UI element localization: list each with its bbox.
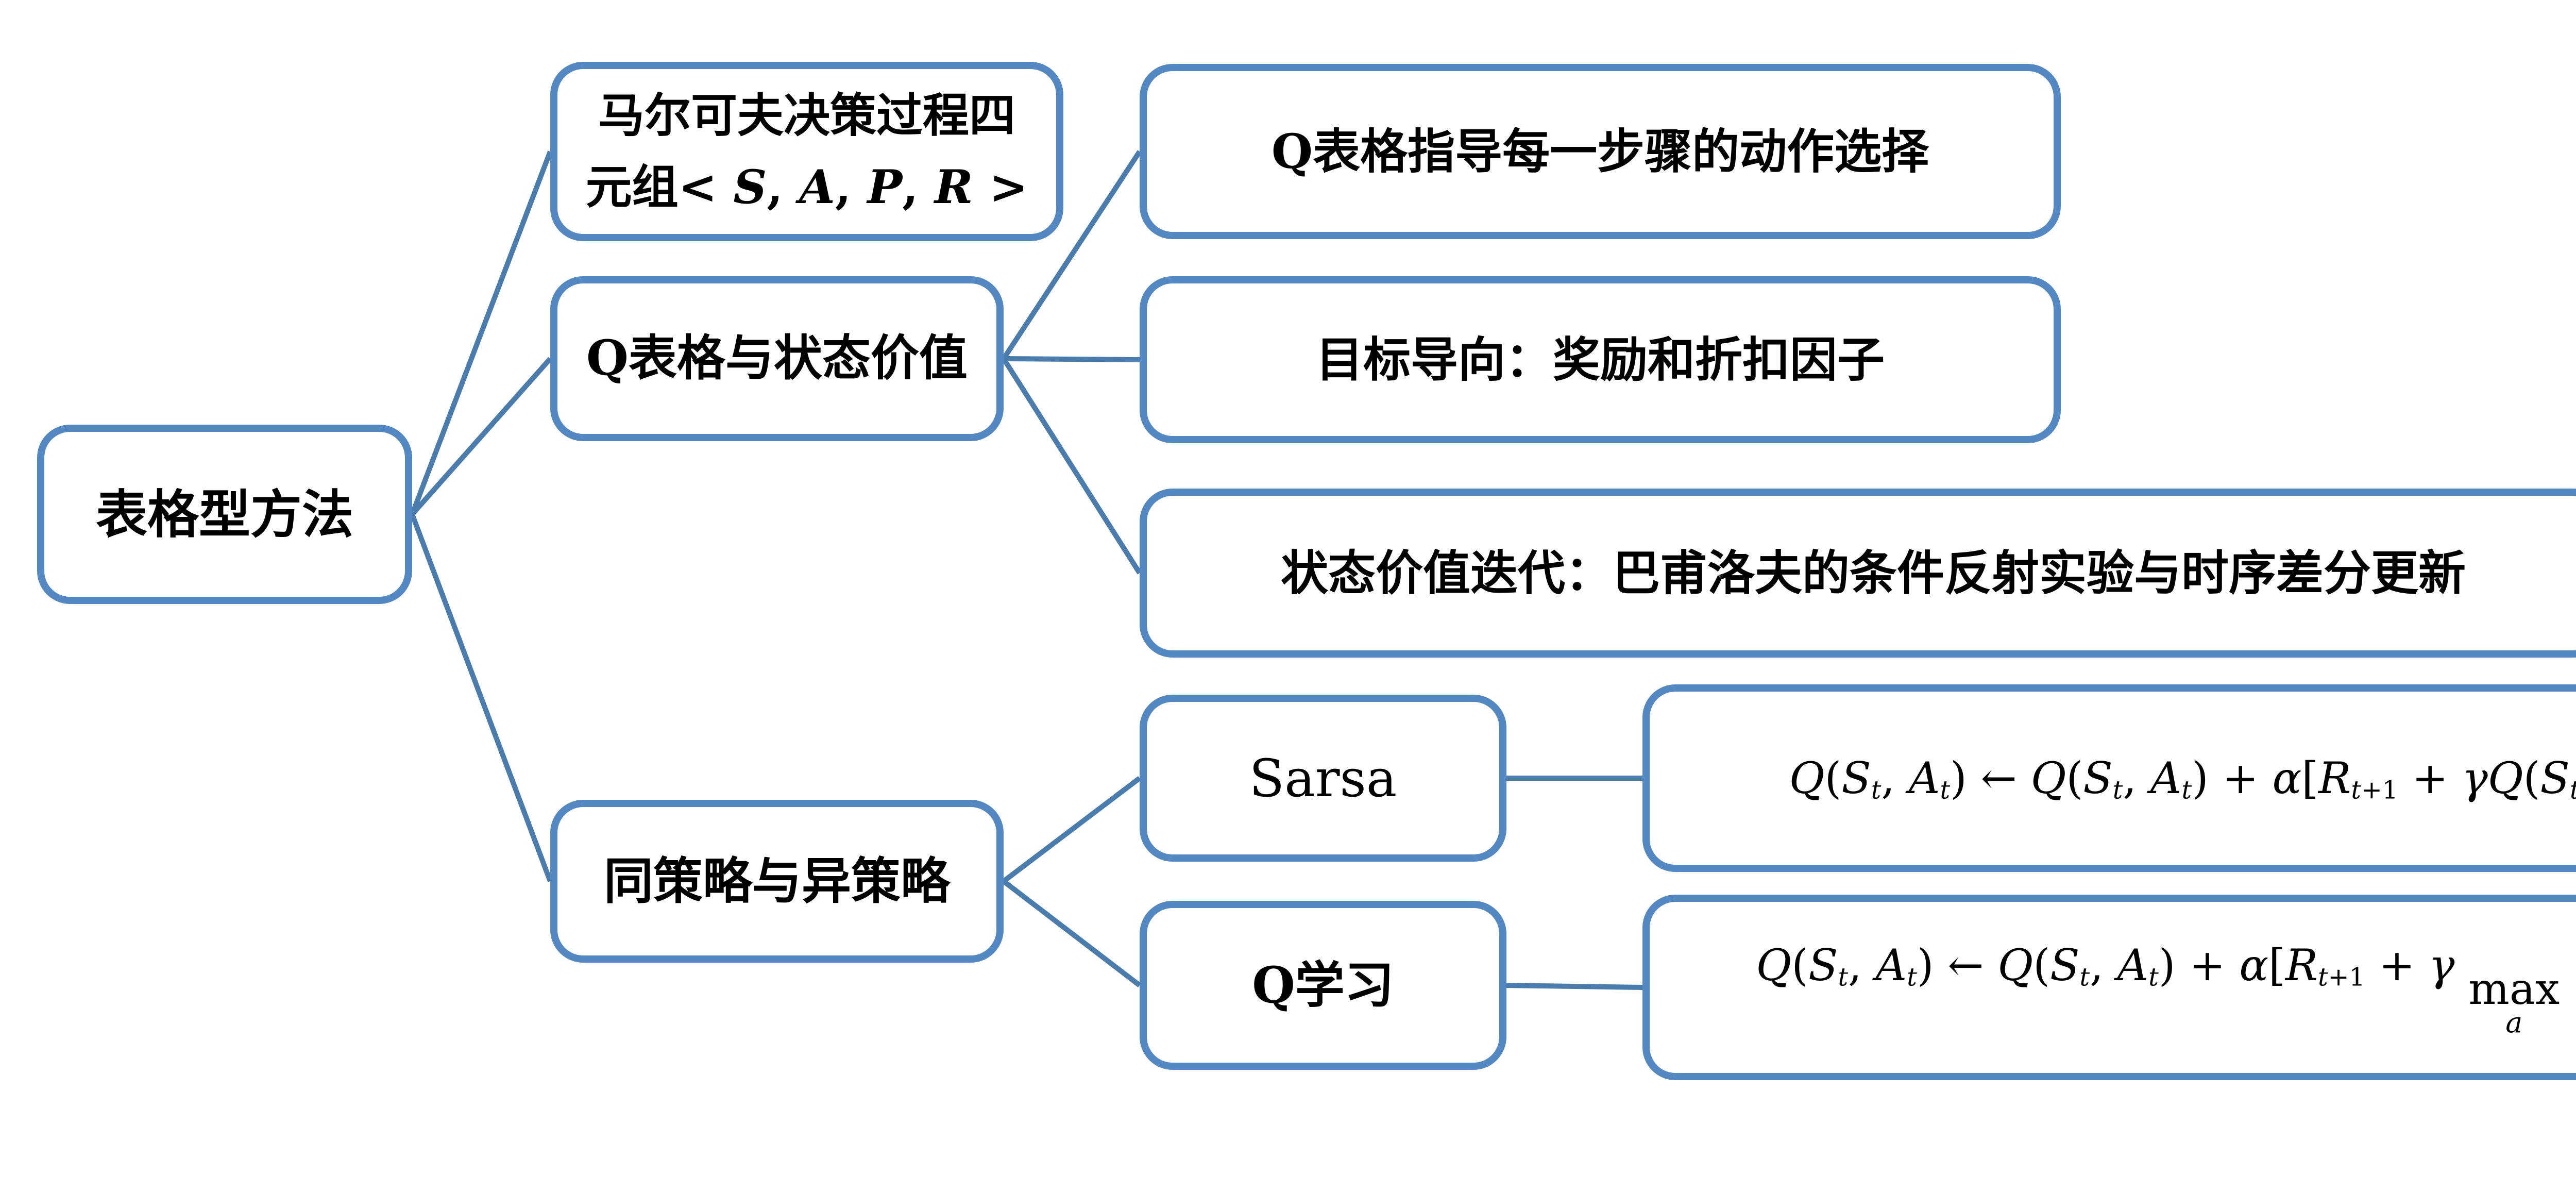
node-label: 目标导向：奖励和折扣因子 (1315, 331, 1885, 388)
connector-qtable-goal (1003, 356, 1140, 362)
node-label: 马尔可夫决策过程四 元组< S, A, P, R > (586, 80, 1028, 224)
connector-qtable-vi (1001, 357, 1142, 575)
node-label-line1: 马尔可夫决策过程四 (598, 88, 1015, 143)
node-goal-oriented: 目标导向：奖励和折扣因子 (1140, 276, 2061, 443)
node-label: Sarsa (1249, 748, 1397, 809)
formula-text: Q(St, At) ← Q(St, At) + α[Rt+1 + γQ(St+1… (1789, 752, 2576, 805)
connector-root-policy (410, 513, 553, 882)
node-label: 表格型方法 (96, 483, 353, 545)
connector-qlearn-f2 (1506, 983, 1643, 990)
node-label: Q学习 (1252, 956, 1394, 1014)
node-label: Q表格与状态价值 (586, 330, 968, 387)
node-q-learning: Q学习 (1140, 901, 1506, 1070)
connector-policy-qlearn (1002, 879, 1142, 987)
node-mdp-quadruple: 马尔可夫决策过程四 元组< S, A, P, R > (550, 62, 1063, 241)
node-label: 同策略与异策略 (604, 852, 950, 910)
node-label: Q表格指导每一步骤的动作选择 (1271, 123, 1929, 179)
node-qtable-state-value: Q表格与状态价值 (550, 276, 1004, 441)
node-sarsa-update-formula: Q(St, At) ← Q(St, At) + α[Rt+1 + γQ(St+1… (1642, 684, 2576, 872)
node-tabular-methods: 表格型方法 (37, 425, 412, 604)
node-sarsa: Sarsa (1140, 695, 1506, 862)
node-qtable-guides-action: Q表格指导每一步骤的动作选择 (1140, 64, 2061, 239)
connector-qtable-qguide (1001, 150, 1142, 360)
connector-policy-sarsa (1002, 776, 1142, 883)
node-state-value-iteration: 状态价值迭代：巴甫洛夫的条件反射实验与时序差分更新 (1140, 489, 2576, 658)
connector-root-mdp (410, 150, 553, 515)
connector-root-qtable (410, 357, 552, 516)
node-label-line2: 元组< S, A, P, R > (585, 160, 1028, 214)
node-on-off-policy: 同策略与异策略 (550, 800, 1004, 963)
node-label: 状态价值迭代：巴甫洛夫的条件反射实验与时序差分更新 (1280, 545, 2466, 601)
